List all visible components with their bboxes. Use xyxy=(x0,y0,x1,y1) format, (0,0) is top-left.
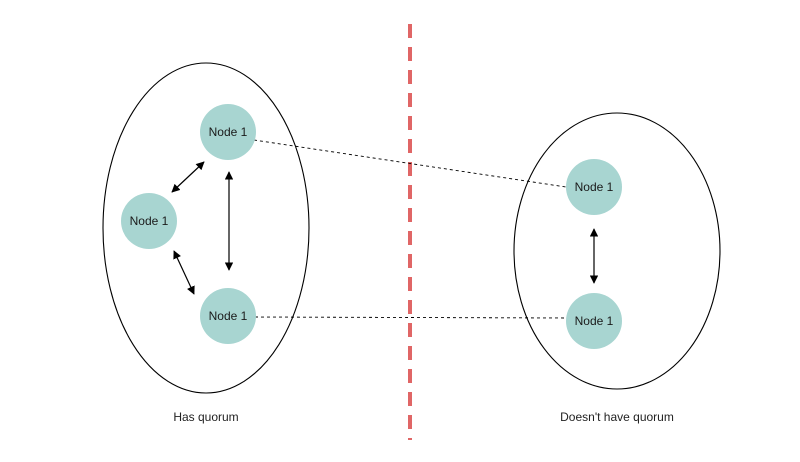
left-node-middle: Node 1 xyxy=(121,193,177,249)
node-label: Node 1 xyxy=(575,180,614,194)
node-label: Node 1 xyxy=(209,125,248,139)
left-cluster-boundary xyxy=(102,62,310,394)
node-label: Node 1 xyxy=(575,314,614,328)
left-node-bottom: Node 1 xyxy=(200,288,256,344)
arrow-top-to-left-node xyxy=(171,161,205,193)
node-label: Node 1 xyxy=(130,214,169,228)
no-quorum-label: Doesn't have quorum xyxy=(560,410,674,424)
left-node-top: Node 1 xyxy=(200,104,256,160)
node-label: Node 1 xyxy=(209,309,248,323)
has-quorum-label: Has quorum xyxy=(173,410,238,424)
right-node-top: Node 1 xyxy=(566,159,622,215)
right-node-bottom: Node 1 xyxy=(566,293,622,349)
cross-partition-link-bottom xyxy=(254,316,567,319)
arrow-left-to-bottom-node xyxy=(173,250,195,295)
right-cluster-boundary xyxy=(513,112,721,390)
cross-partition-link-top xyxy=(253,139,567,188)
